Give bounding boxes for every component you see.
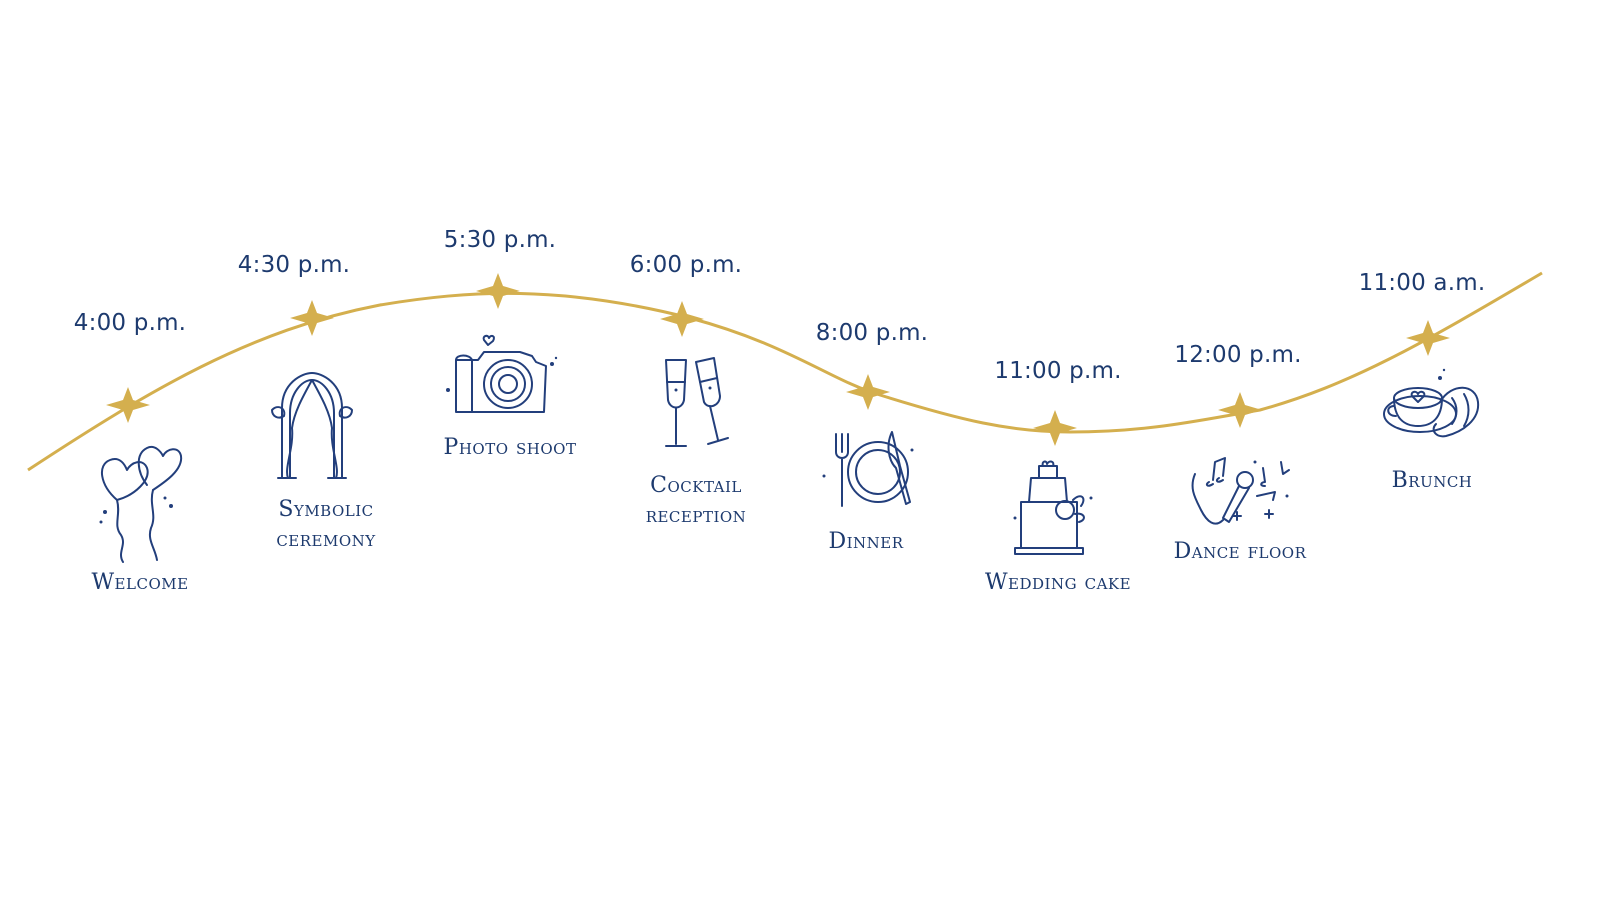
event-time: 6:00 p.m.	[629, 252, 743, 278]
microphone-music-icon	[1185, 452, 1295, 528]
event-label: Photo shoot	[444, 433, 577, 463]
event-label: Dinner	[828, 527, 903, 557]
event-time: 4:30 p.m.	[237, 252, 351, 278]
star-marker-icon	[1406, 320, 1450, 356]
star-marker-icon	[1218, 392, 1262, 428]
event-label-line: Welcome	[91, 570, 189, 595]
event-label-line: Brunch	[1391, 468, 1473, 493]
event-label-line: reception	[645, 503, 747, 528]
event-label: Cocktail reception	[646, 471, 747, 531]
event-label-line: Cocktail	[650, 473, 742, 498]
champagne-glasses-icon	[654, 356, 734, 452]
star-marker-icon	[1033, 410, 1077, 446]
star-marker-icon	[476, 273, 520, 309]
event-time: 12:00 p.m.	[1174, 342, 1302, 368]
star-marker-icon	[106, 387, 150, 423]
wedding-cake-icon	[1011, 458, 1101, 556]
event-time: 11:00 a.m.	[1358, 270, 1486, 296]
event-label: Brunch	[1392, 466, 1473, 496]
timeline-curve	[27, 271, 1543, 472]
event-time: 5:30 p.m.	[443, 227, 557, 253]
event-label: Welcome	[91, 568, 188, 598]
event-label-line: Dance floor	[1173, 539, 1307, 564]
star-marker-icon	[290, 300, 334, 336]
event-time: 11:00 p.m.	[994, 358, 1122, 384]
camera-icon	[440, 330, 560, 416]
heart-balloons-icon	[95, 440, 185, 565]
event-label: Symbolic ceremony	[276, 495, 375, 555]
event-label: Dance floor	[1174, 537, 1307, 567]
plate-cutlery-icon	[816, 430, 916, 510]
event-time: 4:00 p.m.	[73, 310, 187, 336]
event-label-line: Dinner	[828, 529, 904, 554]
event-label-line: Photo shoot	[443, 435, 577, 460]
star-marker-icon	[660, 301, 704, 337]
event-label-line: Wedding cake	[984, 570, 1132, 595]
event-label: Wedding cake	[985, 568, 1131, 598]
ceremony-arch-icon	[262, 368, 362, 480]
coffee-croissant-icon	[1380, 362, 1484, 446]
star-marker-icon	[846, 374, 890, 410]
event-label-line: ceremony	[276, 527, 376, 552]
event-time: 8:00 p.m.	[815, 320, 929, 346]
event-label-line: Symbolic	[278, 497, 374, 522]
